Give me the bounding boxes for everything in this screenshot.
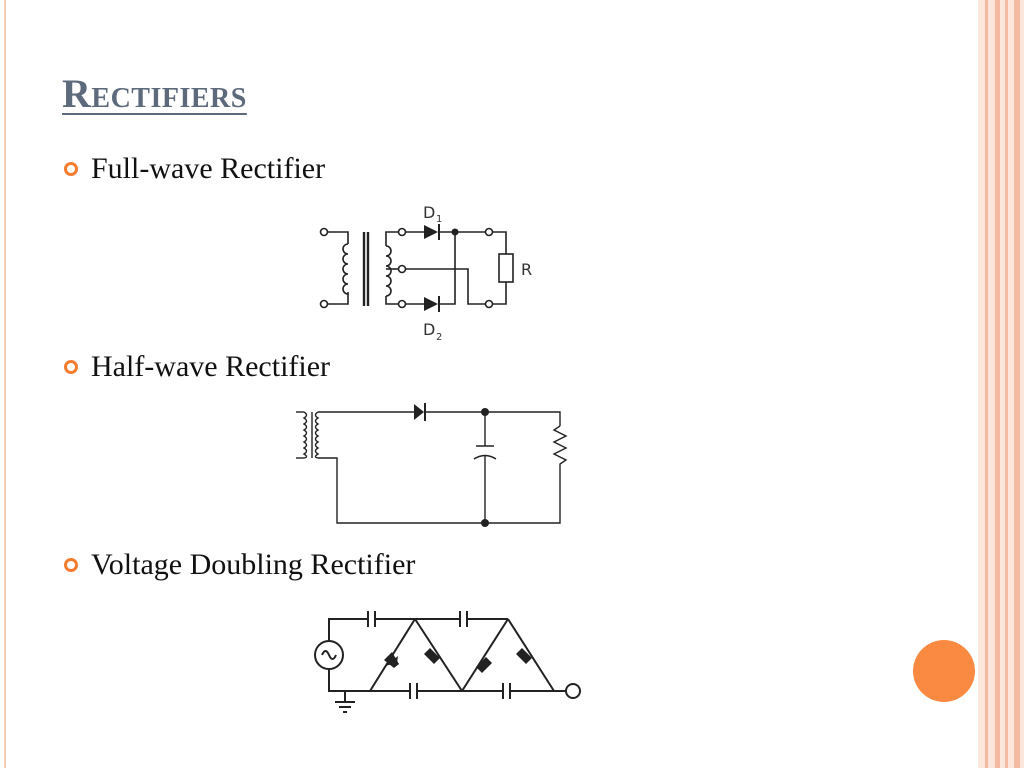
right-border-stripe bbox=[1005, 0, 1008, 768]
full-wave-rectifier-diagram: D 1 D 2 R bbox=[319, 203, 532, 343]
voltage-doubling-rectifier-diagram bbox=[314, 611, 581, 713]
label-d2-sub: 2 bbox=[436, 332, 442, 343]
bullet-marker-icon bbox=[64, 162, 78, 176]
bullet-label: Voltage Doubling Rectifier bbox=[91, 548, 416, 581]
right-border-stripe bbox=[1014, 0, 1020, 768]
bullet-marker-icon bbox=[64, 360, 78, 374]
bullet-voltage-doubling: Voltage Doubling Rectifier bbox=[64, 548, 415, 582]
label-d1-sub: 1 bbox=[436, 214, 442, 225]
bullet-full-wave: Full-wave Rectifier bbox=[64, 152, 325, 186]
slide-title: Rectifiers bbox=[62, 71, 247, 116]
bullet-label: Full-wave Rectifier bbox=[91, 152, 326, 185]
right-border-stripe bbox=[985, 0, 988, 768]
label-r: R bbox=[521, 260, 532, 279]
half-wave-rectifier-diagram bbox=[296, 403, 568, 527]
bullet-half-wave: Half-wave Rectifier bbox=[64, 350, 330, 384]
bullet-marker-icon bbox=[64, 558, 78, 572]
left-border-line bbox=[4, 0, 6, 768]
decorative-orange-circle bbox=[913, 640, 975, 702]
label-d2: D bbox=[423, 320, 435, 339]
bullet-label: Half-wave Rectifier bbox=[91, 350, 331, 383]
label-d1: D bbox=[423, 203, 435, 222]
right-border-stripe bbox=[995, 0, 1000, 768]
